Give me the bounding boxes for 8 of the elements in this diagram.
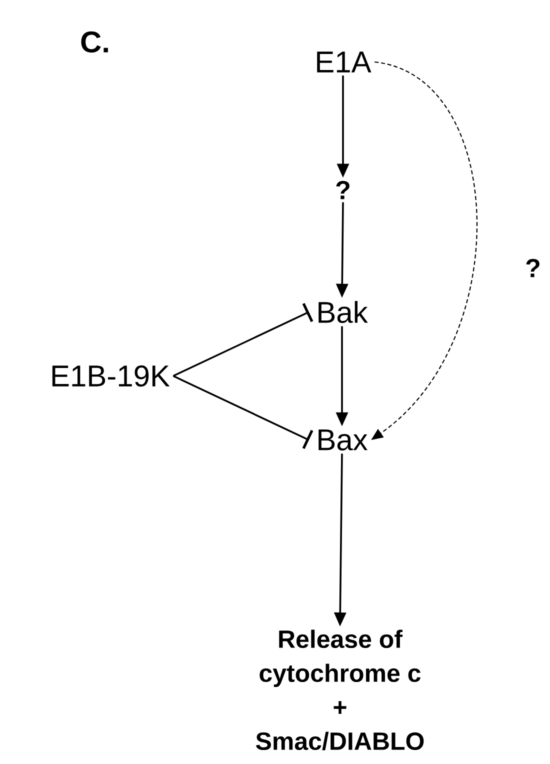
protein-label: E1B-19K (52, 365, 170, 387)
edge-label: ? (524, 258, 542, 278)
panel-letter: C. (81, 31, 108, 53)
protein-label: E1A (317, 52, 372, 72)
protein-label: Bak (318, 300, 368, 324)
protein-label: Bax (318, 430, 368, 450)
outcome-text: Release of cytochrome c + Smac/DIABLO (256, 630, 424, 750)
protein-label: ? (336, 180, 350, 200)
